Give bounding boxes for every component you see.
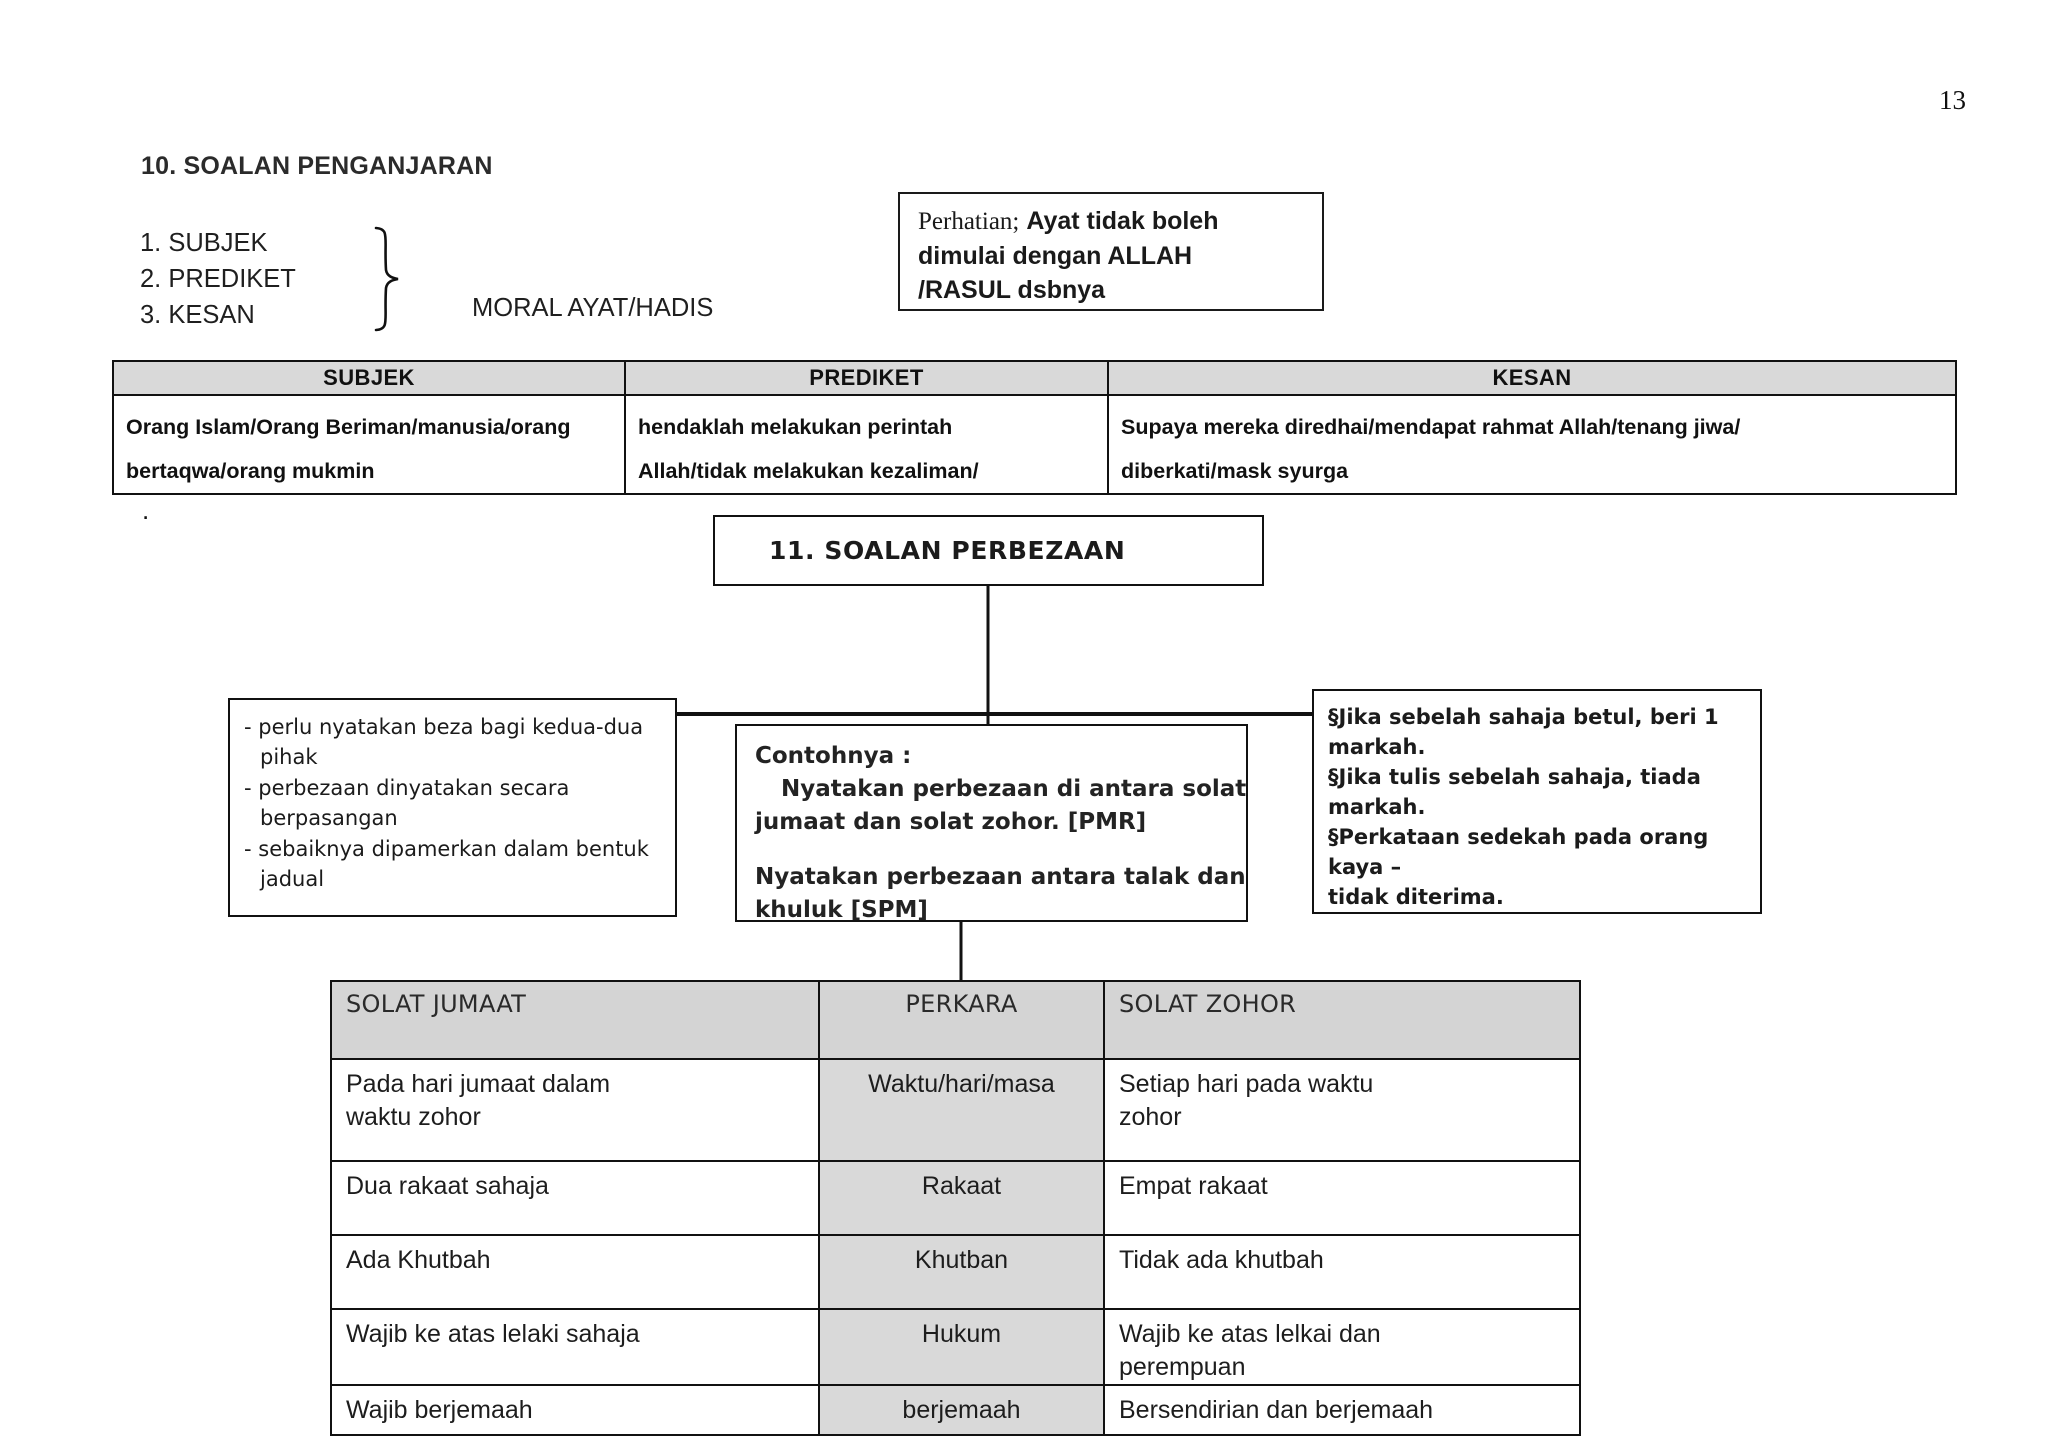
cell-perkara: Waktu/hari/masa — [818, 1058, 1105, 1162]
table-row: Wajib ke atas lelaki sahaja Hukum Wajib … — [330, 1308, 1581, 1386]
cell-solat-zohor: Wajib ke atas lelkai dan perempuan — [1103, 1308, 1581, 1386]
cell-line: Ada Khutbah — [346, 1246, 491, 1274]
cell-solat-zohor: Empat rakaat — [1103, 1160, 1581, 1236]
rule-continuation: pihak — [260, 745, 318, 769]
stray-period-mark: . — [142, 495, 150, 525]
perhatian-prefix: Perhatian; — [918, 208, 1020, 235]
list-item: 2. PREDIKET — [140, 265, 296, 293]
solat-comparison-table: SOLAT JUMAAT PERKARA SOLAT ZOHOR Pada ha… — [330, 980, 1581, 1436]
cell-kesan: Supaya mereka diredhai/mendapat rahmat A… — [1107, 394, 1957, 495]
table-row: Orang Islam/Orang Beriman/manusia/orang … — [112, 394, 1957, 495]
column-header-solat-jumaat: SOLAT JUMAAT — [330, 980, 820, 1060]
example-line-4: khuluk [SPM] — [755, 897, 928, 923]
rule-bullet-text: - perbezaan dinyatakan secara — [244, 776, 570, 800]
cell-line: waktu zohor — [346, 1103, 481, 1131]
cell-line: Supaya mereka diredhai/mendapat rahmat A… — [1121, 415, 1741, 439]
cell-line: hendaklah melakukan perintah — [638, 415, 953, 439]
marking-line: §Perkataan sedekah pada orang kaya – — [1328, 825, 1709, 879]
cell-perkara: Khutban — [818, 1234, 1105, 1310]
cell-line: Tidak ada khutbah — [1119, 1246, 1324, 1274]
cell-prediket: hendaklah melakukan perintah Allah/tidak… — [624, 394, 1109, 495]
cell-line: bertaqwa/orang mukmin — [126, 459, 375, 483]
marking-line: §Jika sebelah sahaja betul, beri 1 — [1328, 705, 1719, 729]
marking-line: markah. — [1328, 735, 1426, 759]
compare-header-row: SOLAT JUMAAT PERKARA SOLAT ZOHOR — [330, 980, 1581, 1060]
cell-line: Dua rakaat sahaja — [346, 1172, 549, 1200]
cell-line: Bersendirian dan berjemaah — [1119, 1396, 1434, 1424]
column-header-kesan: KESAN — [1107, 360, 1957, 396]
example-spacer — [755, 839, 1236, 861]
cell-line: perempuan — [1119, 1353, 1246, 1381]
marking-guidance-box: §Jika sebelah sahaja betul, beri 1 marka… — [1312, 689, 1762, 914]
table-header-row: SUBJEK PREDIKET KESAN — [112, 360, 1957, 396]
subjek-prediket-kesan-table: SUBJEK PREDIKET KESAN Orang Islam/Orang … — [112, 360, 1957, 495]
cell-line: Empat rakaat — [1119, 1172, 1268, 1200]
perhatian-bold-2: dimulai dengan ALLAH — [918, 242, 1193, 270]
perbezaan-rules-box: - perlu nyatakan beza bagi kedua-dua pih… — [228, 698, 677, 917]
cell-line: diberkati/mask syurga — [1121, 459, 1349, 483]
example-line-3: Nyatakan perbezaan antara talak dan — [755, 864, 1246, 890]
perhatian-line-1: Perhatian; Ayat tidak boleh — [918, 204, 1308, 239]
table-row: Dua rakaat sahaja Rakaat Empat rakaat — [330, 1160, 1581, 1236]
example-line-2: jumaat dan solat zohor. [PMR] — [755, 809, 1147, 835]
rule-bullet-text: - sebaiknya dipamerkan dalam bentuk — [244, 837, 649, 861]
cell-line: zohor — [1119, 1103, 1182, 1131]
column-header-prediket: PREDIKET — [624, 360, 1109, 396]
table-row: Pada hari jumaat dalam waktu zohor Waktu… — [330, 1058, 1581, 1162]
cell-perkara: Hukum — [818, 1308, 1105, 1386]
curly-brace-icon — [374, 226, 399, 332]
example-label: Contohnya : — [755, 743, 912, 769]
section-11-title-box: 11. SOALAN PERBEZAAN — [713, 515, 1264, 586]
cell-solat-zohor: Bersendirian dan berjemaah — [1103, 1384, 1581, 1436]
cell-line: Setiap hari pada waktu — [1119, 1070, 1374, 1098]
subjek-prediket-kesan-list: 1. SUBJEK 2. PREDIKET 3. KESAN — [140, 225, 296, 333]
marking-line: §Jika tulis sebelah sahaja, tiada — [1328, 765, 1701, 789]
rule-item: - perbezaan dinyatakan secara berpasanga… — [244, 773, 665, 833]
perhatian-bold-3: /RASUL dsbnya — [918, 276, 1106, 304]
cell-line: Wajib ke atas lelaki sahaja — [346, 1320, 640, 1348]
marking-line: tidak diterima. — [1328, 885, 1504, 909]
cell-solat-jumaat: Wajib berjemaah — [330, 1384, 820, 1436]
cell-line: Wajib berjemaah — [346, 1396, 533, 1424]
column-header-subjek: SUBJEK — [112, 360, 626, 396]
rule-continuation: berpasangan — [260, 806, 398, 830]
cell-solat-zohor: Setiap hari pada waktu zohor — [1103, 1058, 1581, 1162]
cell-perkara: Rakaat — [818, 1160, 1105, 1236]
moral-ayat-hadis-label: MORAL AYAT/HADIS — [472, 294, 714, 322]
cell-perkara: berjemaah — [818, 1384, 1105, 1436]
list-item: 1. SUBJEK — [140, 229, 268, 257]
cell-solat-jumaat: Pada hari jumaat dalam waktu zohor — [330, 1058, 820, 1162]
cell-line: Orang Islam/Orang Beriman/manusia/orang — [126, 415, 571, 439]
perhatian-bold-1: Ayat tidak boleh — [1026, 207, 1219, 235]
contohnya-example-box: Contohnya : Nyatakan perbezaan di antara… — [735, 724, 1248, 923]
cell-line: Pada hari jumaat dalam — [346, 1070, 611, 1098]
rule-bullet-text: - perlu nyatakan beza bagi kedua-dua — [244, 715, 644, 739]
list-item: 3. KESAN — [140, 301, 255, 329]
cell-solat-zohor: Tidak ada khutbah — [1103, 1234, 1581, 1310]
column-header-solat-zohor: SOLAT ZOHOR — [1103, 980, 1581, 1060]
cell-line: Allah/tidak melakukan kezaliman/ — [638, 459, 979, 483]
perhatian-note-box: Perhatian; Ayat tidak boleh dimulai deng… — [898, 192, 1324, 311]
column-header-perkara: PERKARA — [818, 980, 1105, 1060]
rule-item: - sebaiknya dipamerkan dalam bentuk jadu… — [244, 834, 665, 894]
cell-line: Wajib ke atas lelkai dan — [1119, 1320, 1381, 1348]
section-10-heading: 10. SOALAN PENGANJARAN — [141, 152, 493, 180]
cell-solat-jumaat: Dua rakaat sahaja — [330, 1160, 820, 1236]
table-row: Wajib berjemaah berjemaah Bersendirian d… — [330, 1384, 1581, 1436]
example-line-1: Nyatakan perbezaan di antara solat — [781, 776, 1247, 802]
table-row: Ada Khutbah Khutban Tidak ada khutbah — [330, 1234, 1581, 1310]
cell-solat-jumaat: Wajib ke atas lelaki sahaja — [330, 1308, 820, 1386]
marking-line: markah. — [1328, 795, 1426, 819]
section-11-title: 11. SOALAN PERBEZAAN — [769, 536, 1126, 565]
rule-continuation: jadual — [260, 867, 325, 891]
page-number: 13 — [1939, 85, 1966, 115]
cell-solat-jumaat: Ada Khutbah — [330, 1234, 820, 1310]
rule-item: - perlu nyatakan beza bagi kedua-dua pih… — [244, 712, 665, 772]
cell-subjek: Orang Islam/Orang Beriman/manusia/orang … — [112, 394, 626, 495]
